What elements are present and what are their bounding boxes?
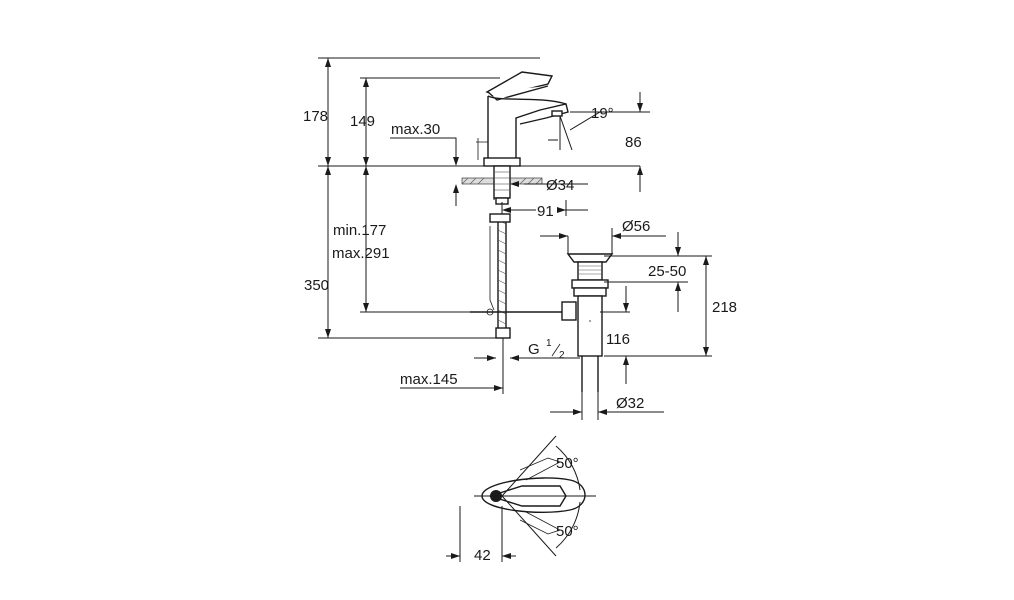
label-thread-den: 2 xyxy=(559,350,565,361)
plan-view xyxy=(446,435,596,562)
label-d56: Ø56 xyxy=(622,218,650,235)
label-thread-num: 1 xyxy=(546,338,552,349)
label-50-deg-bottom: 50° xyxy=(556,523,579,540)
dimension-labels: 178 149 max.30 19° 86 Ø34 91 min.177 max… xyxy=(303,105,737,564)
label-50-deg-top: 50° xyxy=(556,455,579,472)
label-d34: Ø34 xyxy=(546,177,574,194)
label-max291: max.291 xyxy=(332,245,390,262)
deck-section xyxy=(318,165,640,205)
label-d32: Ø32 xyxy=(616,395,644,412)
label-thread-g: G xyxy=(528,341,540,358)
faucet-body xyxy=(476,71,569,167)
drain-waste xyxy=(561,253,614,392)
label-178: 178 xyxy=(303,108,328,125)
label-218: 218 xyxy=(712,299,737,316)
label-116: 116 xyxy=(606,331,630,348)
label-42: 42 xyxy=(474,547,491,564)
label-min177: min.177 xyxy=(333,222,386,239)
label-max30: max.30 xyxy=(391,121,440,138)
label-25-50: 25-50 xyxy=(648,263,686,280)
supply-hoses xyxy=(470,213,566,339)
label-91: 91 xyxy=(537,203,554,220)
label-86: 86 xyxy=(625,134,642,151)
label-149: 149 xyxy=(350,113,375,130)
dimension-lines xyxy=(318,57,712,420)
label-max145: max.145 xyxy=(400,371,458,388)
label-350: 350 xyxy=(304,277,329,294)
label-19-deg: 19° xyxy=(591,105,614,122)
